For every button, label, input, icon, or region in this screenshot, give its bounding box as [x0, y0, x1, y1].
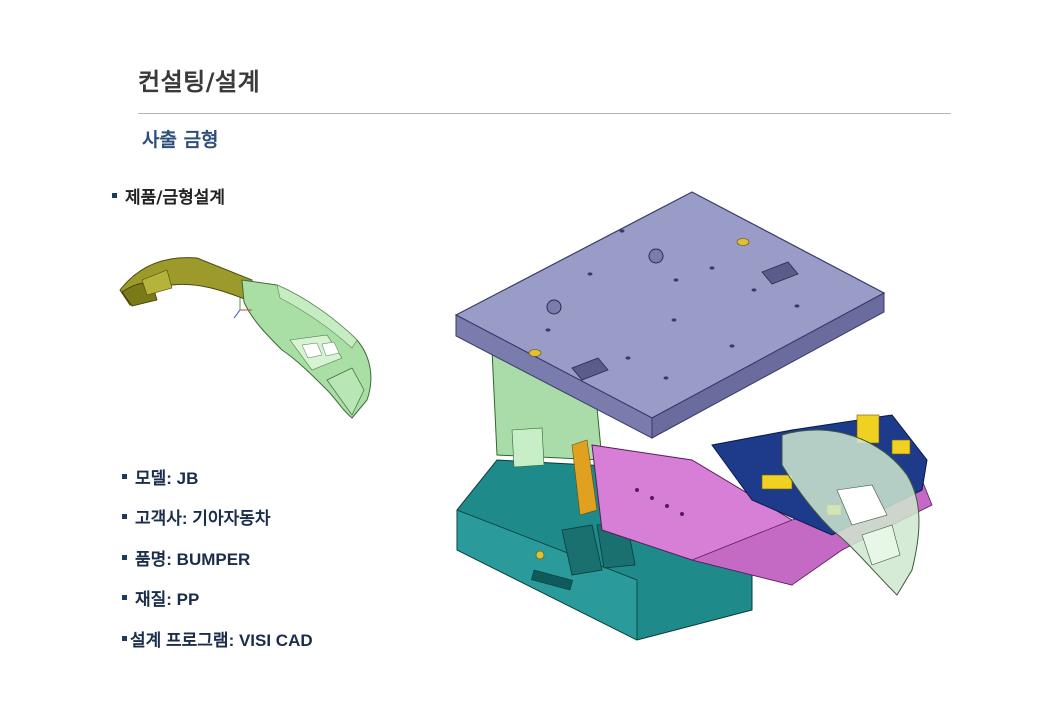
title-divider: [138, 113, 951, 114]
section-heading: 제품/금형설계: [112, 183, 225, 208]
square-bullet-icon: [122, 635, 127, 641]
square-bullet-icon: [122, 595, 127, 601]
page-title: 컨설팅/설계: [138, 68, 261, 96]
square-bullet-icon: [122, 554, 127, 560]
spec-label: 고객사: 기아자동차: [135, 509, 271, 529]
list-item: 설계 프로그램: VISI CAD: [122, 618, 313, 659]
section-heading-label: 제품/금형설계: [125, 188, 226, 208]
bumper-cad-image: [119, 257, 372, 419]
square-bullet-icon: [112, 193, 117, 198]
spec-label: 설계 프로그램: VISI CAD: [130, 630, 313, 650]
spec-label: 품명: BUMPER: [135, 549, 251, 569]
square-bullet-icon: [122, 473, 127, 479]
list-item: 모델: JB: [122, 456, 313, 497]
spec-label: 모델: JB: [135, 468, 199, 488]
spec-label: 재질: PP: [135, 590, 200, 610]
mold-assembly-image: [454, 191, 933, 641]
page-subtitle: 사출 금형: [142, 129, 219, 151]
spec-list: 모델: JB 고객사: 기아자동차 품명: BUMPER 재질: PP 설계 프…: [122, 456, 313, 659]
list-item: 품명: BUMPER: [122, 537, 313, 578]
list-item: 고객사: 기아자동차: [122, 497, 313, 538]
list-item: 재질: PP: [122, 578, 313, 619]
square-bullet-icon: [122, 514, 127, 520]
